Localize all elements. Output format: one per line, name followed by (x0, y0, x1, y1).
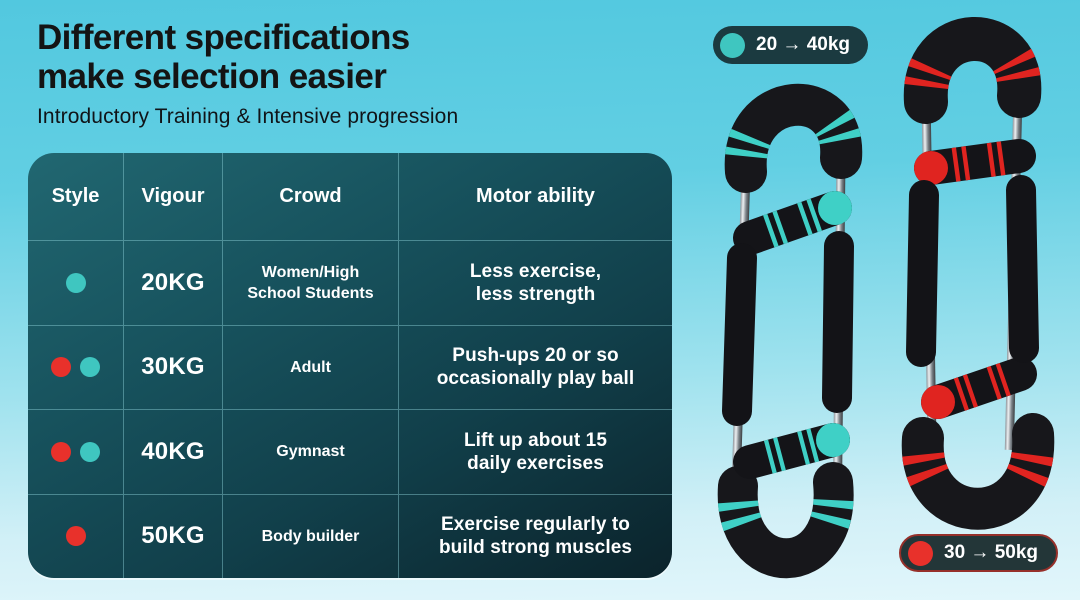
table-row-4-crowd: Body builder (223, 493, 399, 578)
right-grip (1006, 175, 1039, 363)
crossbar-end-cap (921, 385, 955, 419)
teal-dot-icon (720, 32, 745, 58)
ability-text: less strength (475, 283, 596, 305)
ability-text: Less exercise, (469, 260, 602, 282)
table-row-2-vigour: 30KG (124, 324, 223, 409)
ability-text: Push-ups 20 or so (452, 345, 619, 367)
red-dot-icon (51, 357, 71, 378)
crowd-text: Adult (290, 358, 331, 376)
table-row-4-vigour: 50KG (124, 493, 223, 578)
page-title-line1: Different specifications (37, 18, 410, 57)
page-title: Different specifications make selection … (37, 18, 458, 96)
ability-text: Exercise regularly to (440, 514, 631, 536)
power-twister-teal-image (717, 83, 863, 579)
weight-range-badge-red: 30 → 50kg (899, 534, 1058, 572)
table-row-2-ability: Push-ups 20 or so occasionally play ball (399, 324, 672, 410)
table-row-3-vigour: 40KG (124, 409, 223, 494)
ability-text: daily exercises (467, 452, 604, 474)
red-dot-icon (908, 540, 933, 566)
crossbar-end-cap (816, 423, 850, 457)
crossbar-end-cap (914, 151, 948, 185)
table-row-3-crowd: Gymnast (223, 409, 399, 494)
crowd-text: Gymnast (276, 443, 345, 461)
crossbar-end-cap (818, 191, 852, 225)
table-row-3-ability: Lift up about 15 daily exercises (399, 409, 672, 494)
hero-header: Different specifications make selection … (37, 18, 458, 129)
table-row-4-style (28, 493, 124, 578)
table-row-2-crowd: Adult (223, 324, 399, 409)
weight-range-badge-teal: 20 → 40kg (713, 26, 868, 64)
table-row-2-style (28, 324, 124, 409)
ability-text: occasionally play ball (436, 368, 635, 390)
left-grip (722, 243, 757, 426)
top-handle (724, 83, 863, 193)
red-dot-icon (51, 441, 71, 462)
table-row-4-ability: Exercise regularly to build strong muscl… (399, 493, 672, 579)
page-title-line2: make selection easier (37, 57, 387, 96)
bottom-handle-stripes (717, 480, 854, 579)
top-handle (903, 17, 1042, 124)
ability-text: Lift up about 15 (463, 429, 608, 451)
left-grip (906, 180, 939, 367)
page-subtitle: Introductory Training & Intensive progre… (37, 105, 459, 128)
column-header-style: Style (28, 153, 124, 240)
right-grip (822, 231, 854, 413)
column-header-vigour: Vigour (124, 153, 223, 240)
weight-range-label: 30 → 50kg (944, 542, 1038, 563)
teal-dot-icon (80, 357, 100, 378)
teal-dot-icon (65, 272, 86, 293)
column-header-crowd: Crowd (223, 153, 399, 240)
column-header-motor-ability: Motor ability (476, 185, 595, 207)
bottom-handle (901, 413, 1055, 530)
table-row-1-crowd: Women/High School Students (223, 240, 399, 325)
crowd-text: School Students (247, 284, 374, 302)
table-row-1-style (28, 240, 124, 325)
crowd-text: Women/High (261, 263, 360, 281)
teal-dot-icon (80, 441, 100, 462)
table-row-1-ability: Less exercise, less strength (399, 240, 672, 325)
ability-text: build strong muscles (438, 537, 633, 559)
red-dot-icon (65, 526, 86, 547)
crowd-text: Body builder (261, 527, 360, 545)
table-row-3-style (28, 409, 124, 494)
weight-range-label: 20 → 40kg (756, 34, 850, 55)
table-row-1-vigour: 20KG (124, 240, 223, 325)
specification-table: Style Vigour Crowd Motor ability 20KG Wo… (28, 153, 672, 578)
power-twister-red-image (901, 17, 1055, 530)
